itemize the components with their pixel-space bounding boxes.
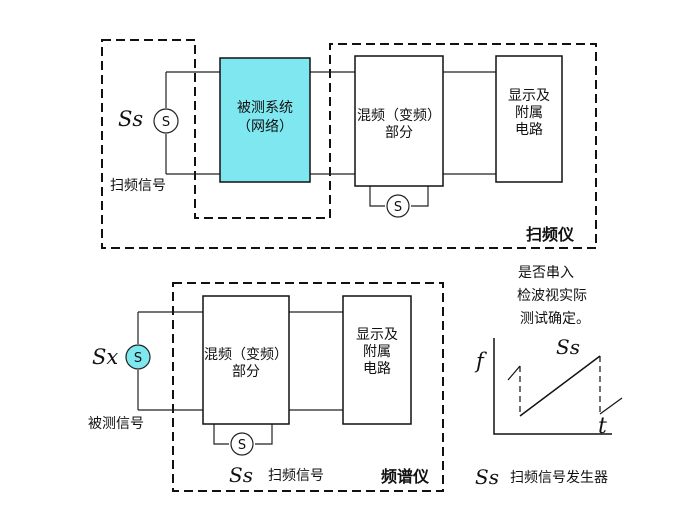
sweep-signal-label: 扫频信号 [110,178,166,194]
waveform-lead-out [599,397,623,415]
sweep-source-glyph: S [162,115,170,130]
sweep-source-circle [153,108,179,134]
legend-text: 扫频信号发生器 [510,470,608,486]
measured-source-symbol: Sx [92,345,118,369]
waveform-sawtooth [519,355,601,417]
spectrum-wires [137,311,343,445]
sweep-wires [165,71,496,207]
spectrum-oscillator-glyph: S [238,438,246,453]
waveform-y-axis [493,338,612,435]
sweep-display-line3: 电路 [515,122,543,138]
sweep-display-line2: 附属 [515,105,543,121]
measured-signal-label: 被测信号 [88,416,144,432]
spectrum-sweep-signal-label: 扫频信号 [268,468,324,484]
spectrum-mixer-line1: 混频（变频） [204,347,288,363]
waveform-curve-label: Ss [556,335,580,359]
spectrum-analyzer-diagram: S Sx 混频（变频） 部分 显示及 附属 电路 S 被测信号 Ss 扫频信号 … [88,282,444,492]
spectrum-analyzer-frame [172,282,444,492]
sweep-display-line1: 显示及 [508,88,550,104]
spectrum-mixer-box [202,295,290,425]
note-line3: 测试确定。 [520,311,590,327]
spectrum-display-line2: 附属 [363,344,391,360]
legend-symbol: Ss [475,465,499,489]
spectrum-oscillator-circle [230,432,254,456]
sweep-instrument-label: 扫频仪 [526,225,575,244]
waveform-y-label: f [474,349,487,373]
sweep-oscillator-circle [386,194,410,218]
spectrum-sweep-symbol: Ss [229,463,253,487]
spectrum-display-box [342,295,412,425]
note-line1: 是否串入 [518,265,574,281]
spectrum-display-line1: 显示及 [356,327,398,343]
note-line2: 检波视实际 [517,288,587,304]
measured-source-glyph: S [134,351,142,366]
spectrum-mixer-line2: 部分 [232,364,260,380]
sweep-waveform: f t Ss [474,335,623,439]
waveform-x-label: t [598,414,607,439]
sweep-oscillator-glyph: S [394,200,402,215]
sweep-analyzer-diagram: S Ss 被测系统 （网络） 混频（变频） 部分 显示及 附属 电路 S 扫频信… [101,39,597,249]
detector-note: 是否串入 检波视实际 测试确定。 [517,265,590,327]
sweep-source-symbol: Ss [118,107,143,131]
measured-source-circle [125,344,151,370]
dut-label-line2: （网络） [237,119,293,135]
dut-label-line1: 被测系统 [237,100,293,116]
spectrum-instrument-label: 频谱仪 [381,467,430,486]
dut-box [219,57,311,183]
sweep-mixer-line1: 混频（变频） [357,108,441,124]
sweep-mixer-box [354,55,444,187]
waveform-lead-in [507,365,521,381]
sweep-display-box [495,55,563,183]
sweep-analyzer-frame [101,39,597,249]
spectrum-display-line3: 电路 [363,361,391,377]
legend: Ss 扫频信号发生器 [475,465,608,489]
sweep-mixer-line2: 部分 [385,125,413,141]
